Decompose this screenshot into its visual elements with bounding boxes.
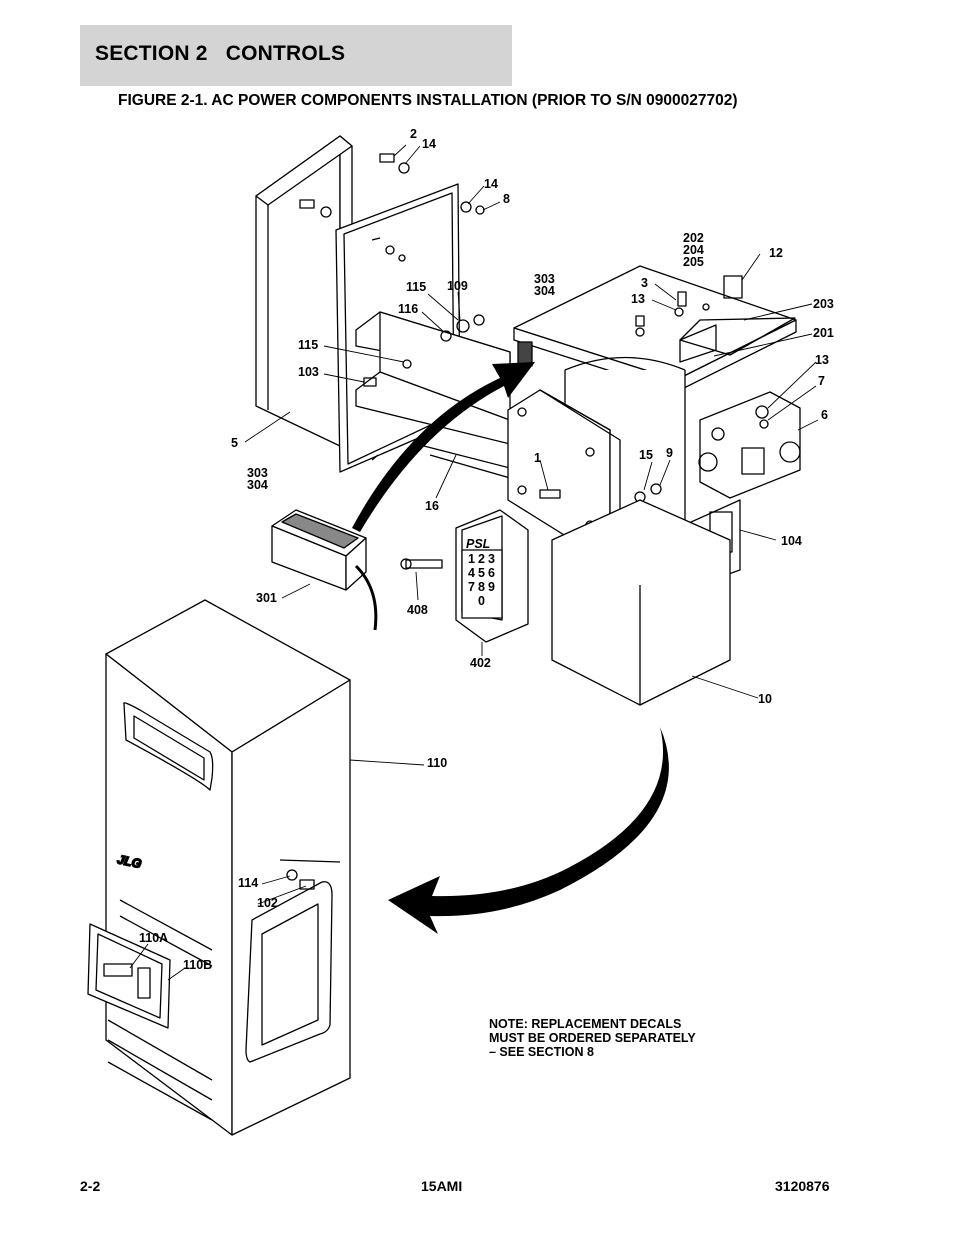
callout-402: 402 [470,656,491,670]
hardware-top-right [635,275,796,363]
callout-408: 408 [407,603,428,617]
callout-14b: 14 [484,177,498,191]
figure-title: FIGURE 2-1. AC POWER COMPONENTS INSTALLA… [118,92,738,109]
callout-303a: 303 [534,272,555,286]
key-2: 2 [478,552,485,566]
callout-114: 114 [238,876,258,890]
key-7: 7 [468,580,475,594]
callout-304b: 304 [247,478,268,492]
page-number: 2-2 [80,1178,101,1194]
key-5: 5 [478,566,485,580]
cover-box-301 [271,509,378,631]
callout-13a: 13 [631,292,645,306]
callout-2: 2 [410,127,417,141]
callout-7: 7 [818,374,825,388]
callout-304a: 304 [534,284,555,298]
key-9: 9 [488,580,495,594]
hardware-top-left [299,153,485,387]
replacement-decals-note: NOTE: REPLACEMENT DECALS MUST BE ORDERED… [489,1017,696,1059]
callout-5: 5 [231,436,238,450]
keypad-keys: 1 2 3 4 5 6 7 8 9 0 [468,552,495,608]
callout-204: 204 [683,243,704,257]
callout-203: 203 [813,297,834,311]
callout-13b: 13 [815,353,829,367]
key-0: 0 [478,594,485,608]
callout-116: 116 [398,302,418,316]
callout-202: 202 [683,231,704,245]
callout-9: 9 [666,446,673,460]
key-3: 3 [488,552,495,566]
callout-102: 102 [257,896,278,910]
callout-10: 10 [758,692,772,706]
callout-104: 104 [781,534,802,548]
arrow-mount-direction [352,362,535,532]
callout-110B: 110B [183,958,212,972]
callout-15: 15 [639,448,653,462]
callout-303b: 303 [247,466,268,480]
jlg-logo: JLG [116,852,143,871]
key-8: 8 [478,580,485,594]
key-6: 6 [488,566,495,580]
callout-301: 301 [256,591,277,605]
callout-14a: 14 [422,137,436,151]
callout-3: 3 [641,276,648,290]
callout-115b: 115 [298,338,318,352]
callout-103: 103 [298,365,319,379]
model-name: 15AMI [421,1178,463,1194]
key-1: 1 [468,552,475,566]
callout-205: 205 [683,255,704,269]
callout-1: 1 [534,451,541,465]
callout-labels: 2 14 14 8 202 204 205 12 303 304 3 13 20… [139,127,834,972]
callout-6: 6 [821,408,828,422]
note-line-3: – SEE SECTION 8 [489,1045,594,1059]
keypad-brand: PSL [466,537,490,551]
section-title: SECTION 2 CONTROLS [95,42,346,65]
note-line-2: MUST BE ORDERED SEPARATELY [489,1031,696,1045]
key-4: 4 [468,566,475,580]
cabinet-110 [105,599,351,1136]
valve-block [698,391,801,499]
keypad-402 [400,509,529,643]
document-number: 3120876 [775,1178,830,1194]
callout-110A: 110A [139,931,168,945]
arrow-install-direction [388,727,669,934]
leader-lines [129,144,819,981]
callout-201: 201 [813,326,834,340]
callout-8: 8 [503,192,510,206]
callout-110: 110 [427,756,447,770]
callout-12: 12 [769,246,783,260]
base-box [551,499,731,706]
decal-110 [87,923,171,1029]
callout-16: 16 [425,499,439,513]
section-header-tab: SECTION 2 CONTROLS [80,25,512,86]
note-line-1: NOTE: REPLACEMENT DECALS [489,1017,682,1031]
callout-109: 109 [447,279,468,293]
callout-115a: 115 [406,280,426,294]
